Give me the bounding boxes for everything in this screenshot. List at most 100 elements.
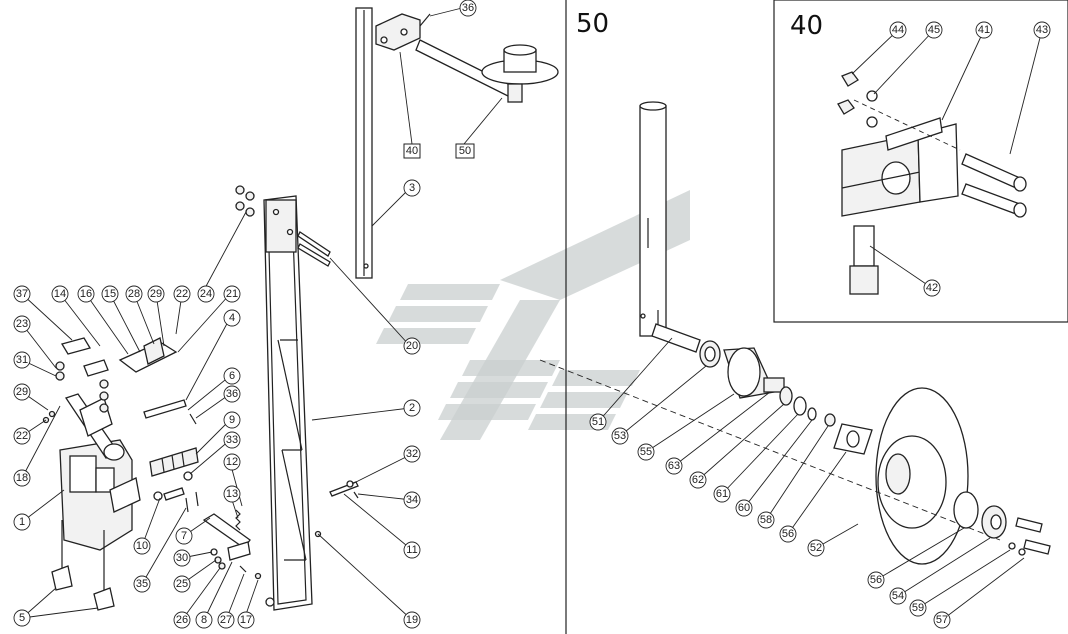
- callout-22-left: 22: [13, 427, 31, 445]
- svg-text:28: 28: [128, 288, 140, 300]
- callout-21: 21: [223, 285, 241, 303]
- callout-51: 51: [589, 413, 607, 431]
- callout-15: 15: [101, 285, 119, 303]
- svg-text:61: 61: [716, 488, 728, 500]
- svg-text:12: 12: [226, 456, 238, 468]
- callout-61: 61: [713, 485, 731, 503]
- callout-17: 17: [237, 611, 255, 629]
- svg-text:25: 25: [176, 578, 188, 590]
- callout-34: 34: [403, 491, 421, 509]
- svg-text:14: 14: [54, 288, 66, 300]
- callout-53: 53: [611, 427, 629, 445]
- svg-text:21: 21: [226, 288, 238, 300]
- callout-42: 42: [923, 279, 941, 297]
- svg-text:44: 44: [892, 24, 904, 36]
- svg-text:6: 6: [229, 370, 235, 382]
- svg-text:29: 29: [16, 386, 28, 398]
- callout-56-upper: 56: [779, 525, 797, 543]
- callout-44: 44: [889, 21, 907, 39]
- svg-text:43: 43: [1036, 24, 1048, 36]
- callout-43: 43: [1033, 21, 1051, 39]
- callout-22-top: 22: [173, 285, 191, 303]
- callout-2: 2: [403, 399, 421, 417]
- svg-text:9: 9: [229, 414, 235, 426]
- svg-text:19: 19: [406, 614, 418, 626]
- svg-text:31: 31: [16, 354, 28, 366]
- callout-27: 27: [217, 611, 235, 629]
- svg-text:17: 17: [240, 614, 252, 626]
- callout-54: 54: [889, 587, 907, 605]
- svg-text:13: 13: [226, 488, 238, 500]
- svg-text:5: 5: [19, 612, 25, 624]
- svg-text:59: 59: [912, 602, 924, 614]
- callout-29-top: 29: [147, 285, 165, 303]
- boxed-label-50: 50: [455, 143, 475, 159]
- callout-59: 59: [909, 599, 927, 617]
- callout-31: 31: [13, 351, 31, 369]
- callout-62: 62: [689, 471, 707, 489]
- callout-20: 20: [403, 337, 421, 355]
- svg-text:11: 11: [406, 544, 417, 556]
- svg-text:32: 32: [406, 448, 418, 460]
- callout-5: 5: [13, 609, 31, 627]
- svg-text:24: 24: [200, 288, 212, 300]
- svg-text:37: 37: [16, 288, 28, 300]
- svg-text:40: 40: [406, 145, 418, 157]
- callout-1: 1: [13, 513, 31, 531]
- callout-58: 58: [757, 511, 775, 529]
- callout-7: 7: [175, 527, 193, 545]
- svg-text:52: 52: [810, 542, 822, 554]
- callout-41: 41: [975, 21, 993, 39]
- svg-text:1: 1: [19, 516, 25, 528]
- callout-52: 52: [807, 539, 825, 557]
- svg-text:42: 42: [926, 282, 938, 294]
- svg-text:34: 34: [406, 494, 418, 506]
- boxed-label-40: 40: [403, 143, 421, 159]
- svg-text:20: 20: [406, 340, 418, 352]
- callout-8: 8: [195, 611, 213, 629]
- callout-30: 30: [173, 549, 191, 567]
- svg-text:60: 60: [738, 502, 750, 514]
- svg-text:30: 30: [176, 552, 188, 564]
- svg-text:45: 45: [928, 24, 940, 36]
- callout-60: 60: [735, 499, 753, 517]
- section-title-40: 40: [790, 11, 823, 41]
- svg-text:3: 3: [409, 182, 415, 194]
- svg-text:2: 2: [409, 402, 415, 414]
- callout-12: 12: [223, 453, 241, 471]
- svg-text:4: 4: [229, 312, 235, 324]
- callout-9: 9: [223, 411, 241, 429]
- callout-3: 3: [403, 179, 421, 197]
- svg-text:57: 57: [936, 614, 948, 626]
- svg-text:10: 10: [136, 540, 148, 552]
- callout-25: 25: [173, 575, 191, 593]
- callout-19: 19: [403, 611, 421, 629]
- callout-23: 23: [13, 315, 31, 333]
- section-title-50: 50: [576, 9, 609, 39]
- main-frame: [235, 185, 331, 611]
- svg-text:63: 63: [668, 460, 680, 472]
- svg-text:62: 62: [692, 474, 704, 486]
- svg-text:50: 50: [459, 145, 471, 157]
- leader-lines: [21, 7, 1043, 621]
- callout-32: 32: [403, 445, 421, 463]
- svg-text:29: 29: [150, 288, 162, 300]
- svg-text:27: 27: [220, 614, 232, 626]
- callout-28: 28: [125, 285, 143, 303]
- svg-text:51: 51: [592, 416, 604, 428]
- section-40-assembly: [837, 71, 1027, 295]
- callout-45: 45: [925, 21, 943, 39]
- callout-10: 10: [133, 537, 151, 555]
- lower-mechanism: [42, 337, 359, 611]
- callout-37: 37: [13, 285, 31, 303]
- svg-text:8: 8: [201, 614, 207, 626]
- svg-text:56: 56: [782, 528, 794, 540]
- callout-24: 24: [197, 285, 215, 303]
- svg-text:53: 53: [614, 430, 626, 442]
- callout-4: 4: [223, 309, 241, 327]
- callout-13: 13: [223, 485, 241, 503]
- svg-text:22: 22: [16, 430, 28, 442]
- callout-35: 35: [133, 575, 151, 593]
- callout-55: 55: [637, 443, 655, 461]
